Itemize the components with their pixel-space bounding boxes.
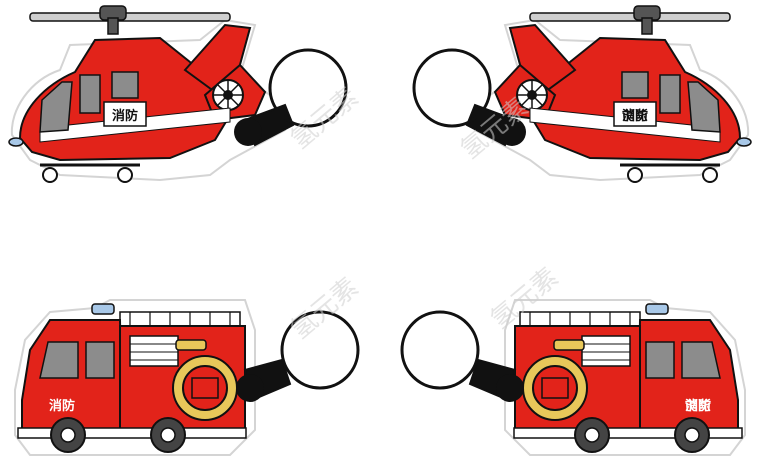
key-ring-icon [400, 310, 480, 390]
key-ring-icon [412, 48, 492, 128]
heli-badge-text-right: 消防 [622, 108, 648, 124]
helicopter-keychain-right [412, 4, 753, 184]
helicopter-icon [7, 4, 295, 184]
helicopter-icon [465, 4, 753, 184]
fire-truck-icon [14, 299, 291, 456]
truck-badge-text-right: 消防 [685, 398, 711, 414]
watermark-3: 氢元素 [285, 272, 364, 345]
watermark-1: 氢元素 [285, 82, 364, 155]
fire-truck-keychain-right [400, 299, 746, 456]
helicopter-keychain-left [7, 4, 348, 184]
